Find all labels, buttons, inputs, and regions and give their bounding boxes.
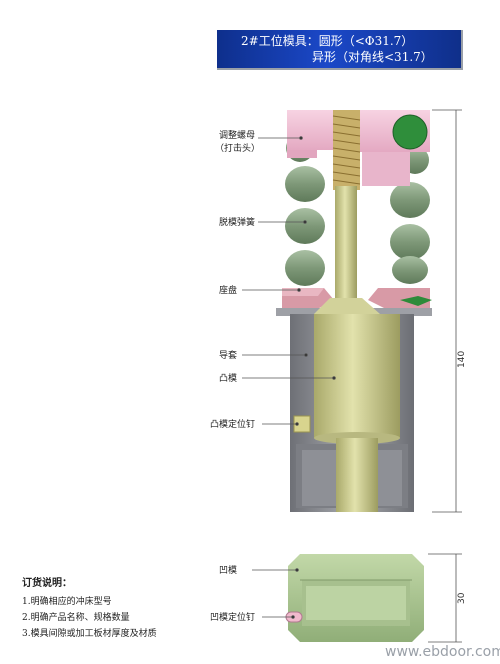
notes-title: 订货说明： bbox=[22, 578, 72, 589]
punch-stem bbox=[335, 186, 357, 298]
note-item-2: 2.明确产品名称、规格数量 bbox=[22, 613, 130, 623]
dimension-lines bbox=[428, 109, 462, 643]
threaded-shaft bbox=[332, 110, 361, 190]
dimension-30: 30 bbox=[457, 592, 467, 604]
note-item-3: 3.模具间隙或加工板材厚度及材质 bbox=[22, 629, 157, 639]
label-adjust-nut-sub: （打击头） bbox=[215, 142, 260, 154]
note-item-1: 1.明确相应的冲床型号 bbox=[22, 597, 112, 607]
title-line-2: 异形（对角线<31.7） bbox=[312, 50, 433, 64]
head-pin-icon bbox=[392, 114, 428, 150]
leader-lines bbox=[242, 136, 336, 619]
label-stripper-spring: 脱模弹簧 bbox=[219, 216, 255, 228]
watermark: www.ebdoor.com bbox=[385, 644, 500, 660]
label-die: 凹模 bbox=[219, 565, 237, 576]
die-block bbox=[288, 554, 424, 642]
title-line-1: 2#工位模具：圆形（<Φ31.7） bbox=[241, 34, 414, 48]
label-guide-sleeve: 导套 bbox=[219, 349, 237, 361]
punch-body bbox=[314, 298, 400, 512]
dimension-140: 140 bbox=[457, 351, 467, 368]
order-notes: 订货说明： 1.明确相应的冲床型号 2.明确产品名称、规格数量 3.模具间隙或加… bbox=[22, 576, 222, 642]
label-adjust-nut: 调整螺母 bbox=[219, 129, 255, 141]
label-punch: 凸模 bbox=[219, 373, 237, 384]
label-punch-pin: 凸模定位钉 bbox=[210, 418, 255, 430]
title-banner: 2#工位模具：圆形（<Φ31.7） 异形（对角线<31.7） bbox=[217, 30, 463, 70]
label-seat: 座盘 bbox=[219, 284, 237, 296]
label-die-pin: 凹模定位钉 bbox=[210, 611, 255, 623]
